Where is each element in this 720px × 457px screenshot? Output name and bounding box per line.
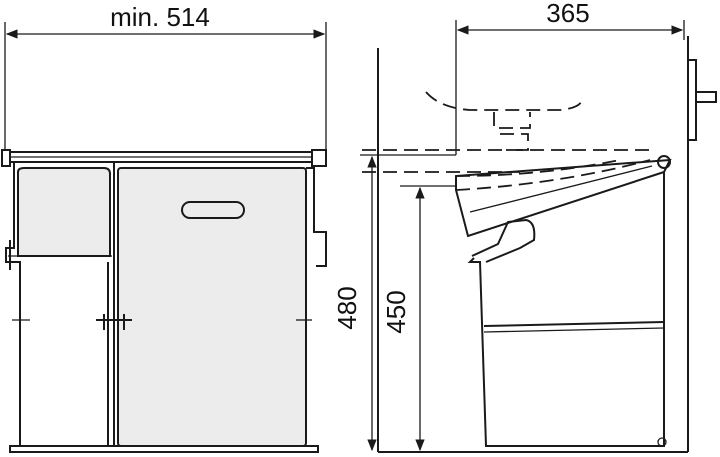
back-bracket <box>688 59 697 141</box>
large-bin <box>117 167 327 447</box>
bin-lid <box>455 155 672 238</box>
base-frame <box>9 445 319 453</box>
depth-label: 365 <box>546 0 589 28</box>
width-label: min. 514 <box>110 2 210 32</box>
height-total-label: 480 <box>332 286 362 329</box>
bin-connector <box>96 162 132 446</box>
sink-outline-dashed <box>362 91 651 191</box>
bin-body-side <box>467 172 667 447</box>
back-pin <box>696 91 717 103</box>
side-view: 365 480 <box>332 0 717 453</box>
small-bin <box>5 162 112 447</box>
rail-clip-right <box>311 149 327 167</box>
bin-handle <box>181 201 245 219</box>
rail-clip-left <box>1 149 11 167</box>
front-view: min. 514 <box>1 2 327 453</box>
height-inner-label: 450 <box>381 290 411 333</box>
